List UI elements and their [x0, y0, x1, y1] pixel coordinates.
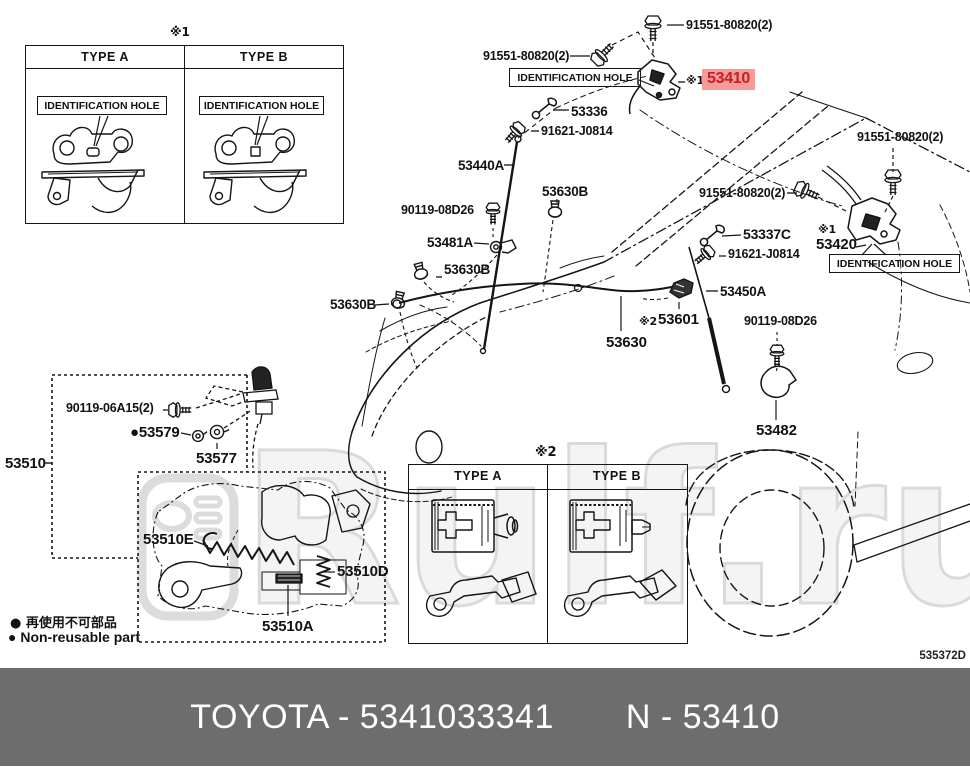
identification-hole-label-main: IDENTIFICATION HOLE: [509, 68, 641, 87]
part-label-53630b-3: 53630B: [330, 297, 377, 312]
type-a-hinge-drawing: [42, 116, 144, 212]
part-label-53482: 53482: [756, 422, 797, 439]
callout-91621-j0814-b: 91621-J0814: [728, 247, 800, 261]
part-label-53630: 53630: [606, 334, 647, 351]
type-b-hinge-drawing: [204, 116, 306, 212]
callout-90119-08d26-1: 90119-08D26: [401, 203, 474, 217]
callout-91551-80820-left: 91551-80820(2): [483, 49, 570, 63]
part-label-53510e: 53510E: [143, 531, 194, 548]
part-label-53336: 53336: [571, 104, 608, 119]
part-label-53579: ●53579: [130, 424, 180, 441]
callout-90119-06a15: 90119-06A15(2): [66, 401, 154, 415]
footer-part-code: N - 53410: [625, 697, 780, 736]
note-x2-mid: ※2: [639, 315, 657, 328]
part-label-53577: 53577: [196, 450, 237, 467]
hood-support-rod-53440a-drawing: [481, 136, 522, 354]
type-b-lock-drawing: [565, 500, 676, 616]
part-label-53481a: 53481A: [427, 235, 474, 250]
bottom-type-box-header-line: [409, 489, 687, 490]
part-label-53630b-2: 53630B: [444, 262, 491, 277]
footer-bar: TOYOTA - 5341033341 N - 53410: [0, 668, 970, 766]
hood-lock-53410-drawing: [518, 32, 685, 138]
callout-90119-08d26-2: 90119-08D26: [744, 314, 817, 328]
part-label-53601: 53601: [658, 311, 699, 328]
grommet-53601-drawing: [640, 279, 693, 309]
top-type-box-header-line: [26, 68, 343, 69]
bottom-type-a-header: TYPE A: [454, 469, 502, 483]
part-label-53337c: 53337C: [743, 226, 791, 242]
part-label-53510: 53510: [5, 455, 46, 472]
top-type-comparison-box: TYPE A TYPE B: [25, 45, 344, 224]
part-label-53410-highlighted[interactable]: 53410: [702, 69, 755, 90]
top-box-note: ※1: [170, 25, 190, 39]
part-label-53440a: 53440A: [458, 158, 505, 173]
note-x1-right: ※1: [818, 223, 836, 236]
identification-hole-label-type-b: IDENTIFICATION HOLE: [199, 96, 324, 115]
car-body-outline: [349, 76, 970, 636]
bottom-type-comparison-box: TYPE A TYPE B: [408, 464, 688, 644]
lock-preview-drawing: [196, 367, 278, 468]
hood-stay-53450a-drawing: [689, 247, 730, 393]
type-a-lock-drawing: [427, 500, 536, 616]
top-type-b-header: TYPE B: [239, 50, 289, 64]
hood-release-cable-53630-drawing: [393, 283, 686, 331]
callout-91551-80820-top: 91551-80820(2): [686, 18, 773, 32]
part-label-53510a: 53510A: [262, 618, 314, 635]
part-label-53420: 53420: [816, 236, 857, 253]
hood-lock-detail-drawing: [153, 481, 370, 616]
hood-hinge-53420-drawing: [818, 166, 900, 255]
identification-hole-label-right: IDENTIFICATION HOLE: [829, 254, 960, 273]
bottom-box-note: ※2: [535, 445, 557, 460]
doc-code: 535372D: [919, 650, 966, 662]
clamp-53481a-drawing: [452, 240, 516, 295]
legend-en: ● Non-reusable part: [8, 629, 141, 645]
part-label-53510d: 53510D: [337, 563, 389, 580]
bottom-type-b-header: TYPE B: [592, 469, 642, 483]
legend-jp: ● 再使用不可部品: [10, 616, 117, 631]
part-label-53450a: 53450A: [720, 284, 767, 299]
footer-brand-part-number: TOYOTA - 5341033341: [190, 697, 554, 736]
callout-91551-80820-right: 91551-80820(2): [699, 186, 786, 200]
callout-91621-j0814-a: 91621-J0814: [541, 124, 613, 138]
note-x1-main: ※1: [686, 74, 704, 87]
hook-53482-drawing: [761, 366, 796, 420]
callout-91551-80820-right-top: 91551-80820(2): [857, 130, 944, 144]
identification-hole-label-type-a: IDENTIFICATION HOLE: [37, 96, 167, 115]
top-type-a-header: TYPE A: [81, 50, 129, 64]
top-type-box-divider: [184, 46, 185, 223]
lock-assembly-frame: [44, 375, 385, 642]
bottom-type-box-divider: [547, 465, 548, 643]
part-label-53630b-1: 53630B: [542, 184, 589, 199]
